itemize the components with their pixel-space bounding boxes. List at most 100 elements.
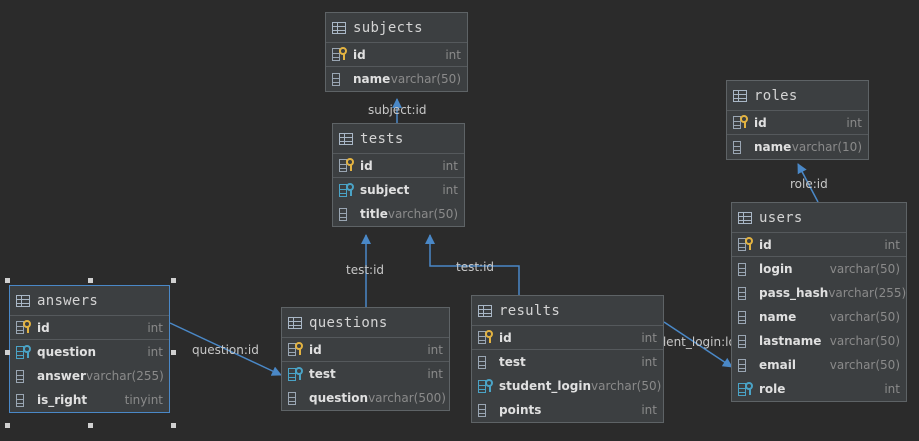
resize-handle-r[interactable] bbox=[171, 350, 176, 355]
column-name: email bbox=[759, 358, 796, 372]
column-type: int bbox=[147, 345, 163, 359]
column-name: name bbox=[754, 140, 792, 154]
column-row-id[interactable]: id int bbox=[333, 154, 464, 178]
column-row-id[interactable]: id int bbox=[10, 316, 169, 340]
column-icon bbox=[738, 262, 753, 277]
table-icon bbox=[339, 132, 353, 145]
table-icon bbox=[478, 304, 492, 317]
column-name: id bbox=[360, 158, 373, 173]
column-name: lastname bbox=[759, 334, 822, 348]
resize-handle-bl[interactable] bbox=[5, 423, 10, 428]
relation-users-roles bbox=[797, 163, 819, 203]
resize-handle-l[interactable] bbox=[5, 350, 10, 355]
table-header[interactable]: subjects bbox=[326, 13, 467, 43]
foreign-key-icon bbox=[288, 366, 303, 382]
column-name: points bbox=[499, 403, 542, 417]
table-icon bbox=[332, 21, 346, 34]
table-header[interactable]: roles bbox=[727, 81, 868, 111]
column-row-points[interactable]: points int bbox=[472, 398, 663, 422]
table-header[interactable]: results bbox=[472, 296, 663, 326]
relation-answers-questions bbox=[169, 322, 282, 376]
column-type: int bbox=[442, 158, 458, 173]
table-name: roles bbox=[754, 87, 798, 104]
column-row-lastname[interactable]: lastname varchar(50) bbox=[732, 329, 906, 353]
table-icon bbox=[738, 211, 752, 224]
column-type: int bbox=[147, 320, 163, 335]
relation-results-users bbox=[663, 321, 733, 368]
column-name: subject bbox=[360, 183, 410, 197]
table-name: results bbox=[499, 302, 561, 319]
resize-handle-b[interactable] bbox=[88, 423, 93, 428]
table-header[interactable]: answers bbox=[10, 286, 169, 316]
column-type: int bbox=[427, 342, 443, 357]
column-name: id bbox=[754, 115, 767, 130]
column-type: int bbox=[846, 115, 862, 130]
column-type: varchar(255) bbox=[828, 286, 907, 300]
column-icon bbox=[16, 393, 31, 408]
column-name: login bbox=[759, 262, 793, 276]
column-name: test bbox=[309, 367, 336, 381]
primary-key-icon bbox=[733, 115, 748, 130]
column-type: varchar(50) bbox=[591, 379, 662, 393]
column-row-id[interactable]: id int bbox=[727, 111, 868, 135]
table-header[interactable]: questions bbox=[282, 308, 449, 338]
resize-handle-tr[interactable] bbox=[171, 278, 176, 283]
table-icon bbox=[288, 316, 302, 329]
column-icon bbox=[733, 140, 748, 155]
column-name: name bbox=[353, 72, 391, 86]
relation-label-results-tests: test:id bbox=[456, 260, 495, 274]
table-header[interactable]: users bbox=[732, 203, 906, 233]
table-header[interactable]: tests bbox=[333, 124, 464, 154]
column-row-email[interactable]: email varchar(50) bbox=[732, 353, 906, 377]
column-type: varchar(50) bbox=[829, 358, 900, 372]
column-icon bbox=[478, 355, 493, 370]
column-name: name bbox=[759, 310, 797, 324]
column-icon bbox=[738, 334, 753, 349]
primary-key-icon bbox=[16, 320, 31, 335]
column-row-login[interactable]: login varchar(50) bbox=[732, 257, 906, 281]
column-type: varchar(50) bbox=[829, 262, 900, 276]
resize-handle-t[interactable] bbox=[88, 278, 93, 283]
resize-handle-tl[interactable] bbox=[5, 278, 10, 283]
column-type: int bbox=[884, 382, 900, 396]
column-name: id bbox=[37, 320, 50, 335]
column-name: question bbox=[309, 391, 369, 405]
table-icon bbox=[733, 89, 747, 102]
foreign-key-icon bbox=[16, 344, 31, 360]
relation-label-users-roles: role:id bbox=[790, 177, 828, 191]
column-type: varchar(50) bbox=[829, 334, 900, 348]
resize-handle-br[interactable] bbox=[171, 423, 176, 428]
column-type: tinyint bbox=[124, 393, 163, 407]
column-icon bbox=[738, 310, 753, 325]
column-type: varchar(500) bbox=[368, 391, 446, 405]
column-type: int bbox=[641, 403, 657, 417]
column-icon bbox=[339, 207, 354, 222]
